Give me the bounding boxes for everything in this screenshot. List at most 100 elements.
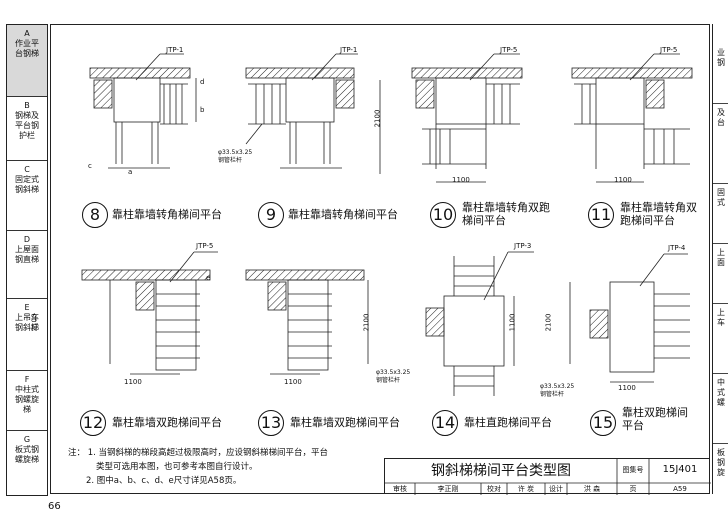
tag-label: JTP-1	[166, 46, 184, 54]
strip-item: 业钢	[713, 44, 728, 104]
figure-number: 10	[430, 202, 456, 228]
figure-number: 11	[588, 202, 614, 228]
drawing-title: 钢斜梯梯间平台类型图	[431, 463, 571, 479]
reviewer-name: 李正刚	[437, 485, 459, 493]
tag-label: JTP-3	[514, 242, 532, 250]
sidebar-item-f[interactable]: F 中柱式钢螺旋梯	[7, 371, 47, 431]
sidebar-letter: B	[24, 101, 30, 110]
designer-name: 洪 森	[583, 485, 601, 493]
strip-item: 板钢旋	[717, 448, 725, 477]
sidebar-letter: D	[23, 235, 31, 244]
page-label: 页	[629, 485, 637, 493]
section-sidebar: A 作业平台钢梯 B 钢梯及平台钢护栏 C 固定式钢斜梯 D 上屋面钢直梯 E …	[6, 24, 48, 496]
stair-platform-drawings	[81, 53, 693, 396]
figure-number: 13	[258, 410, 284, 436]
dim-label: 1100	[284, 378, 302, 386]
sidebar-letter: A	[24, 29, 30, 38]
rail-label: 钢管栏杆	[540, 391, 565, 398]
figure-10-drawing	[379, 53, 523, 183]
page-number: 66	[48, 501, 61, 512]
dim-label: 1100	[508, 313, 517, 332]
sidebar-letter: F	[24, 375, 30, 384]
sidebar-item-e[interactable]: E 上吊车钢斜梯	[7, 299, 47, 371]
dim-letter: b	[200, 106, 205, 114]
sidebar-item-g[interactable]: G 板式钢螺旋梯	[7, 431, 47, 495]
figure-14-drawing	[425, 251, 534, 396]
reviewer-label: 审核	[393, 485, 407, 493]
figure-9-drawing	[245, 53, 358, 169]
tag-label: JTP-1	[340, 46, 358, 54]
designer-label: 设计	[549, 485, 563, 493]
notes-line: 1. 当钢斜梯的梯段高超过极限高时，应设钢斜梯梯间平台，平台	[87, 448, 329, 458]
sidebar-label: 上屋面钢直梯	[15, 245, 39, 264]
rail-label: φ33.5x3.25	[540, 383, 575, 390]
checker-label: 校对	[487, 485, 501, 493]
dim-label: 1100	[614, 176, 632, 184]
figure-number: 8	[82, 202, 108, 228]
notes-line: 2. 图中a、b、c、d、e尺寸详见A58页。	[86, 476, 242, 486]
strip-item: 固式	[713, 184, 728, 244]
sidebar-label: 钢梯及平台钢护栏	[15, 111, 39, 140]
sidebar-item-a[interactable]: A 作业平台钢梯	[7, 25, 47, 97]
dim-label: 2100	[373, 109, 382, 128]
tag-label: JTP-5	[196, 242, 214, 250]
strip-item: 中式螺	[713, 374, 728, 444]
figure-11-drawing	[571, 53, 693, 183]
right-strip: 业钢 及台 固式 上面 上车 中式螺 板钢旋	[712, 24, 728, 494]
checker-name: 许 炭	[517, 485, 535, 493]
figure-number: 9	[258, 202, 284, 228]
dim-label: 1100	[452, 176, 470, 184]
atlas-label: 图集号	[622, 466, 644, 474]
strip-item: 上面	[713, 244, 728, 304]
figure-caption: 靠柱靠墙转角双跑梯间平台	[620, 201, 697, 227]
figure-caption: 靠柱靠墙双跑梯间平台	[112, 416, 222, 429]
sidebar-letter: G	[23, 435, 31, 444]
rail-label: φ33.5x3.25	[376, 369, 411, 376]
atlas-number: 15J401	[662, 464, 698, 475]
figure-caption: 靠柱双跑梯间平台	[622, 406, 688, 432]
dim-label: 1100	[124, 378, 142, 386]
figure-13-drawing	[245, 269, 369, 375]
strip-item: 及台	[713, 104, 728, 184]
dim-letter: a	[128, 168, 133, 176]
dim-letter: c	[88, 162, 92, 170]
drawing-frame	[50, 24, 710, 494]
dim-letter: d	[200, 78, 205, 86]
tag-label: JTP-5	[500, 46, 518, 54]
sidebar-label: 板式钢螺旋梯	[15, 445, 39, 464]
title-block-grid	[385, 459, 711, 495]
sidebar-item-b[interactable]: B 钢梯及平台钢护栏	[7, 97, 47, 161]
dim-label: 2100	[544, 313, 553, 332]
figure-caption: 靠柱靠墙转角双跑梯间平台	[462, 201, 550, 227]
notes-block: 注： 1. 当钢斜梯的梯段高超过极限高时，应设钢斜梯梯间平台，平台 类型可选用本…	[68, 446, 328, 488]
rail-label: 钢管栏杆	[376, 377, 401, 384]
tag-label: JTP-4	[668, 244, 686, 252]
notes-line: 类型可选用本图，也可参考本图自行设计。	[96, 462, 258, 472]
sidebar-item-c[interactable]: C 固定式钢斜梯	[7, 161, 47, 231]
sidebar-item-d[interactable]: D 上屋面钢直梯	[7, 231, 47, 299]
tag-label: JTP-5	[660, 46, 678, 54]
sidebar-label: 作业平台钢梯	[15, 39, 39, 58]
rail-label: φ33.5x3.25	[218, 149, 253, 156]
sidebar-letter: C	[24, 165, 30, 174]
figure-8-drawing	[89, 53, 197, 169]
sidebar-letter: E	[24, 303, 30, 312]
figure-caption: 靠柱靠墙转角梯间平台	[112, 208, 222, 221]
figure-12-drawing	[81, 251, 218, 375]
figure-number: 12	[80, 410, 106, 436]
dim-letter: e	[206, 274, 211, 282]
page-code: A59	[673, 485, 687, 493]
figure-caption: 靠柱靠墙双跑梯间平台	[290, 416, 400, 429]
figure-number: 14	[432, 410, 458, 436]
rail-label: 钢管栏杆	[218, 157, 243, 164]
dim-label: 2100	[30, 313, 39, 332]
figure-caption: 靠柱靠墙转角梯间平台	[288, 208, 398, 221]
dim-label: 1100	[618, 384, 636, 392]
notes-label: 注：	[68, 448, 86, 458]
sidebar-label: 上吊车钢斜梯	[15, 313, 39, 332]
figure-caption: 靠柱直跑梯间平台	[464, 416, 552, 429]
sidebar-label: 固定式钢斜梯	[15, 175, 39, 194]
title-block: 钢斜梯梯间平台类型图 图集号 15J401 审核 李正刚 校对 许 炭 设计 洪…	[384, 458, 711, 495]
strip-item: 上车	[713, 304, 728, 374]
figure-15-drawing	[569, 253, 690, 383]
